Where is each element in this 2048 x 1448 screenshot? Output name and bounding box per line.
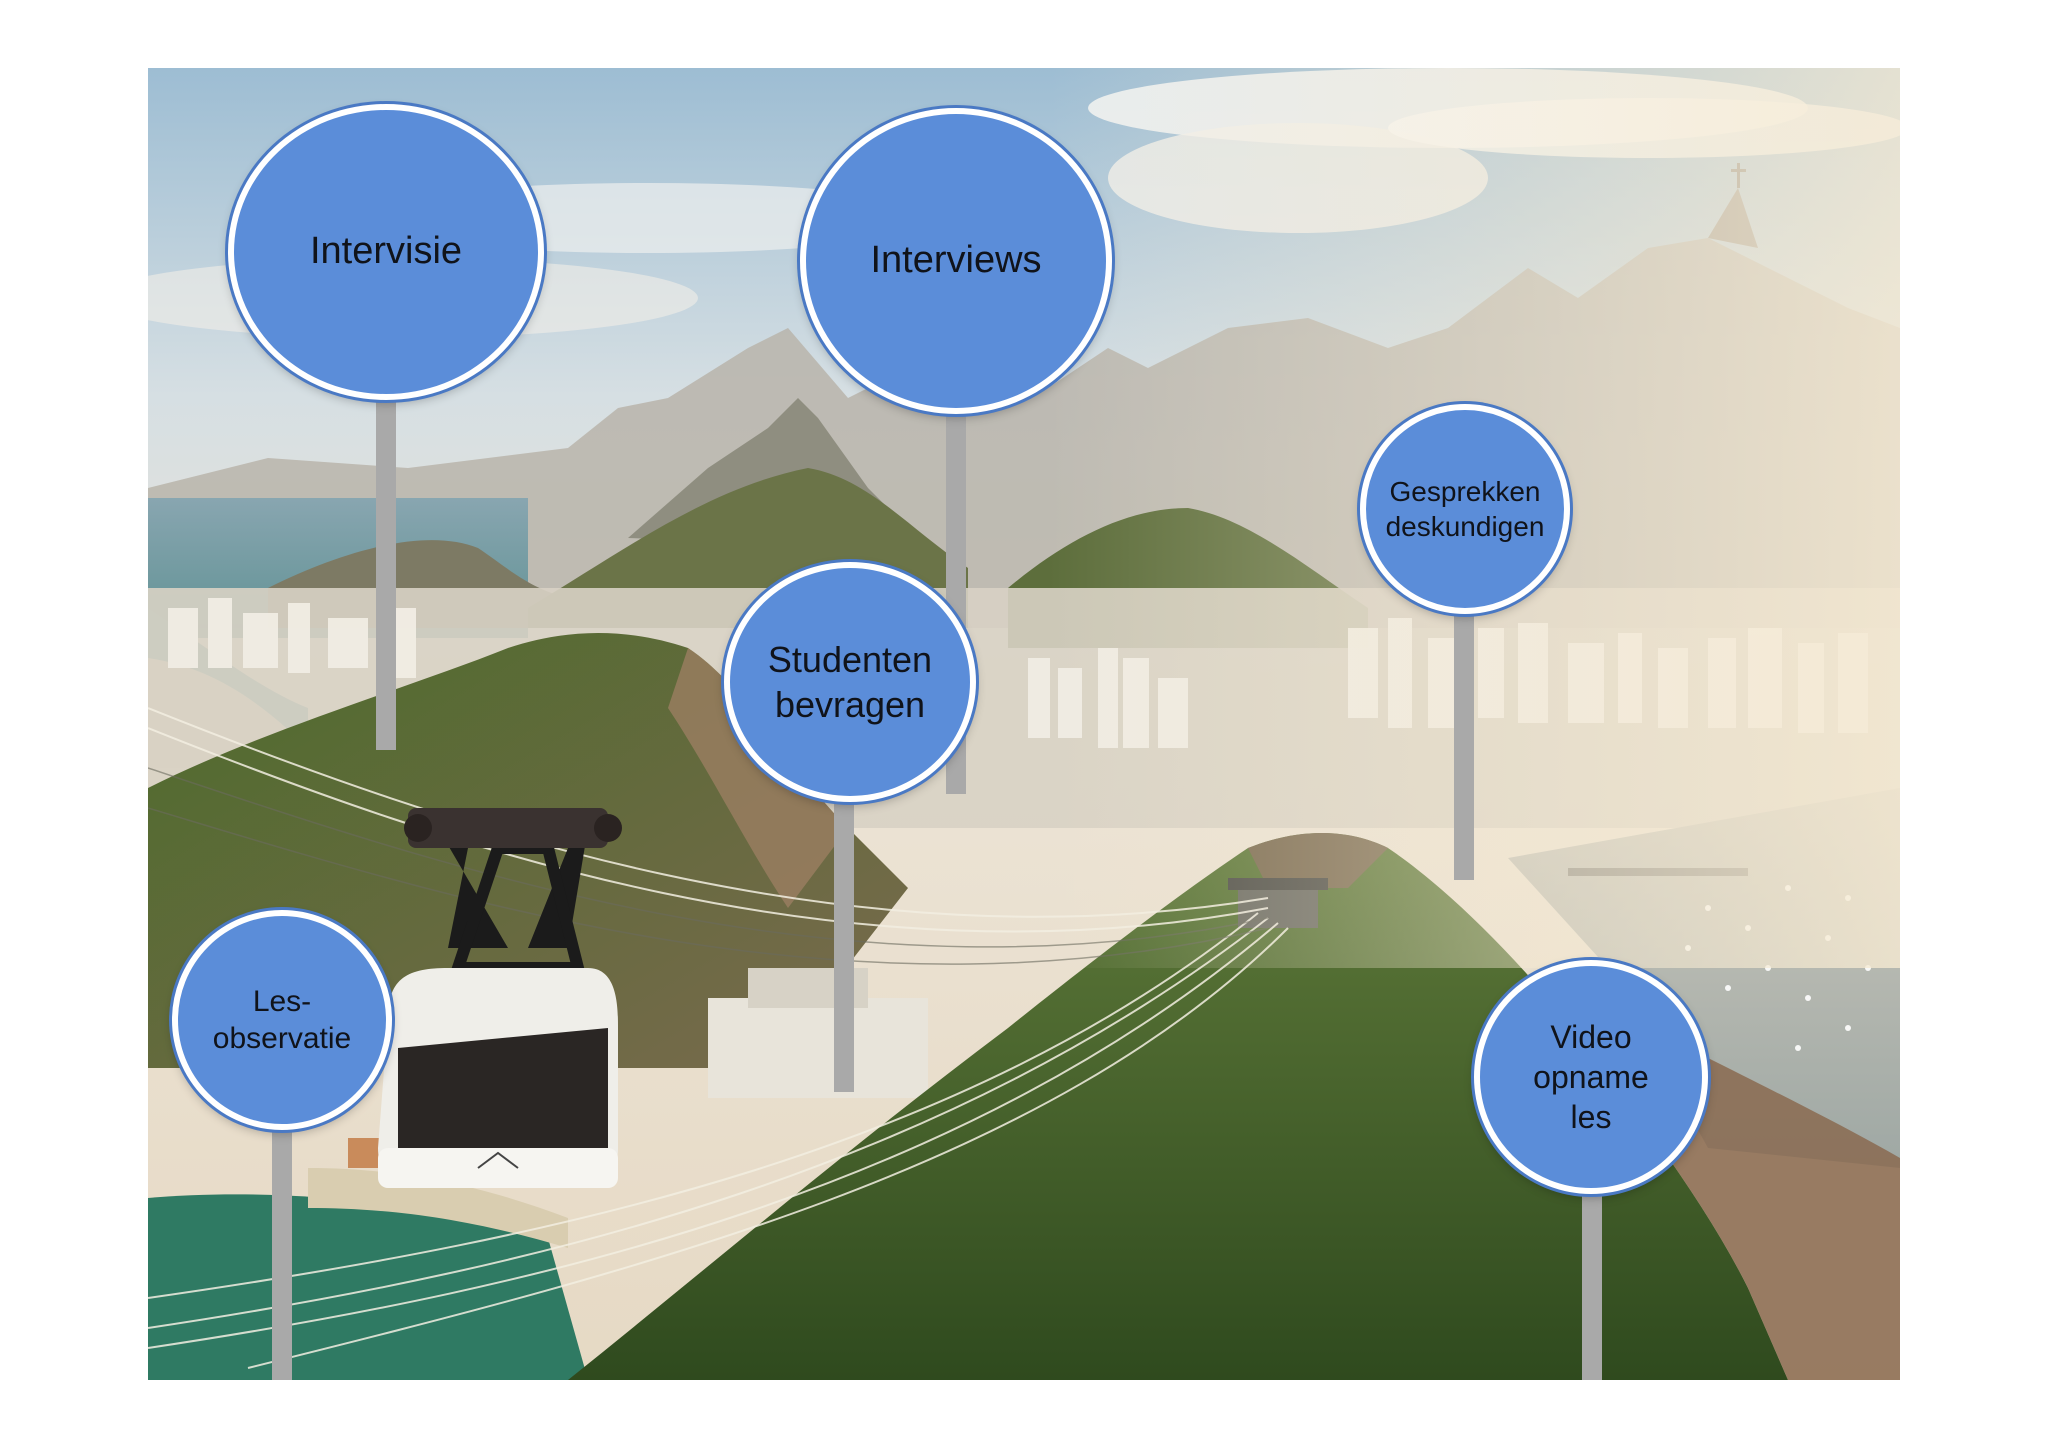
bubble-intervisie: Intervisie <box>228 104 544 400</box>
bubble-video-text: Video opname les <box>1533 1017 1649 1137</box>
bubble-lesobservatie-line1: Les- <box>252 984 312 1018</box>
bubble-studenten-line2: bevragen <box>774 684 926 725</box>
bubble-interviews-label: Interviews <box>870 239 1042 282</box>
bubble-video-line2: opname <box>1533 1059 1649 1095</box>
slide: Intervisie Interviews Gesprekken deskund… <box>148 68 1900 1380</box>
bubble-lesobservatie-line2: observatie <box>212 1022 352 1055</box>
pole-studenten <box>834 788 854 1092</box>
bubble-gesprekken-line1: Gesprekken <box>1389 476 1541 507</box>
bubble-studenten-text: Studenten bevragen <box>768 637 932 727</box>
pole-intervisie <box>376 378 396 750</box>
bubble-studenten-line1: Studenten <box>767 639 933 680</box>
bubble-gesprekken-text: Gesprekken deskundigen <box>1386 474 1545 544</box>
bubble-lesobservatie-text: Les- observatie <box>213 983 351 1058</box>
pole-gesprekken <box>1454 592 1474 880</box>
bubble-video-line1: Video <box>1550 1019 1632 1055</box>
bubble-video-opname-les: Video opname les <box>1474 960 1708 1194</box>
bubble-video-line3: les <box>1570 1099 1612 1135</box>
bubble-gesprekken-deskundigen: Gesprekken deskundigen <box>1360 404 1570 614</box>
pole-video <box>1582 1164 1602 1380</box>
bubble-interviews: Interviews <box>800 108 1112 414</box>
pole-lesobservatie <box>272 1120 292 1380</box>
bubble-les-observatie: Les- observatie <box>172 910 392 1130</box>
bubble-intervisie-label: Intervisie <box>309 230 463 273</box>
bubble-gesprekken-line2: deskundigen <box>1385 511 1545 542</box>
bubble-studenten-bevragen: Studenten bevragen <box>724 562 976 802</box>
